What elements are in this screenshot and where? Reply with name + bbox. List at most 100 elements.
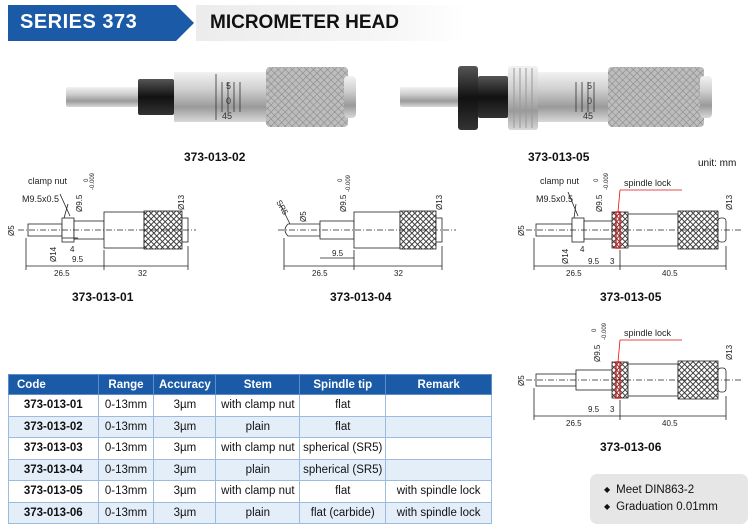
callout-dia5-01: Ø5 bbox=[7, 225, 16, 236]
drawing-label-373-013-06: 373-013-06 bbox=[600, 440, 662, 454]
callout-spindle-lock-05: spindle lock bbox=[624, 178, 672, 188]
callout-405-06: 40.5 bbox=[662, 419, 678, 428]
note-din: ◆Meet DIN863-2 bbox=[604, 484, 694, 496]
col-header-accuracy: Accuracy bbox=[153, 374, 217, 395]
callout-95-04: 9.5 bbox=[332, 249, 344, 258]
callout-tol-up-01: 0 bbox=[84, 178, 90, 182]
callout-dia14-01: Ø14 bbox=[49, 246, 58, 262]
thimble-mark-0: 0 bbox=[226, 96, 231, 106]
header: SERIES 373 MICROMETER HEAD bbox=[0, 0, 756, 46]
cell-range: 0-13mm bbox=[97, 415, 155, 438]
thimble-mark-0-b: 0 bbox=[587, 96, 592, 106]
thimble-mark-45-b: 45 bbox=[583, 111, 593, 121]
callout-95-05: 9.5 bbox=[588, 257, 600, 266]
callout-405-05: 40.5 bbox=[662, 269, 678, 278]
callout-3-06: 3 bbox=[610, 405, 615, 414]
callout-dia95-05: Ø9.5 bbox=[595, 194, 604, 212]
col-header-range: Range bbox=[97, 374, 155, 395]
col-header-stem: Stem bbox=[215, 374, 301, 395]
callout-dia95-01: Ø9.5 bbox=[75, 194, 84, 212]
callout-dia13-01: Ø13 bbox=[177, 194, 186, 210]
thimble-mark-45: 45 bbox=[222, 111, 232, 121]
thimble-mark-5: 5 bbox=[226, 81, 231, 91]
callout-3-05: 3 bbox=[610, 257, 615, 266]
unit-note: unit: mm bbox=[698, 158, 737, 169]
cell-range: 0-13mm bbox=[97, 458, 155, 481]
note-graduation: ◆ Graduation 0.01mm bbox=[604, 501, 718, 513]
cell-stem: with clamp nut bbox=[215, 394, 301, 417]
table-row: 373-013-03 0-13mm 3µm with clamp nut sph… bbox=[8, 437, 492, 460]
title-bar bbox=[196, 5, 466, 41]
cell-accuracy: 3µm bbox=[153, 458, 217, 481]
cell-code: 373-013-03 bbox=[8, 437, 99, 460]
callout-265-01: 26.5 bbox=[54, 269, 70, 278]
callout-dia13-04: Ø13 bbox=[435, 194, 444, 210]
note-graduation-text: Graduation 0.01mm bbox=[616, 501, 718, 513]
callout-4-01: 4 bbox=[70, 245, 75, 254]
spec-table: Code Range Accuracy Stem Spindle tip Rem… bbox=[8, 374, 492, 524]
cell-spindle-tip: flat bbox=[299, 394, 387, 417]
callout-dia5-04: Ø5 bbox=[299, 211, 308, 222]
cell-code: 373-013-05 bbox=[8, 480, 99, 503]
drawing-373-013-04: SR5 Ø5 Ø9.5 0 -0.009 Ø13 9.5 26.5 32 bbox=[274, 174, 456, 278]
cell-spindle-tip: spherical (SR5) bbox=[299, 437, 387, 460]
notes-box: ◆Meet DIN863-2 ◆ Graduation 0.01mm bbox=[590, 474, 748, 524]
callout-dia5-06: Ø5 bbox=[517, 375, 526, 386]
cell-code: 373-013-04 bbox=[8, 458, 99, 481]
callout-dia5-05: Ø5 bbox=[517, 225, 526, 236]
cell-stem: with clamp nut bbox=[215, 437, 301, 460]
table-row: 373-013-02 0-13mm 3µm plain flat bbox=[8, 415, 492, 438]
table-row: 373-013-04 0-13mm 3µm plain spherical (S… bbox=[8, 458, 492, 481]
cell-range: 0-13mm bbox=[97, 394, 155, 417]
cell-remark bbox=[385, 437, 492, 460]
cell-accuracy: 3µm bbox=[153, 415, 217, 438]
callout-32-04: 32 bbox=[394, 269, 403, 278]
table-row: 373-013-01 0-13mm 3µm with clamp nut fla… bbox=[8, 394, 492, 417]
callout-265-06: 26.5 bbox=[566, 419, 582, 428]
callout-dia13-05: Ø13 bbox=[725, 194, 734, 210]
product-photo-373-013-05: 5 0 45 bbox=[400, 66, 712, 130]
cell-code: 373-013-01 bbox=[8, 394, 99, 417]
cell-range: 0-13mm bbox=[97, 437, 155, 460]
table-row: 373-013-06 0-13mm 3µm plain flat (carbid… bbox=[8, 501, 492, 524]
drawing-label-373-013-01: 373-013-01 bbox=[72, 290, 134, 304]
callout-tol-lo-05: -0.009 bbox=[604, 172, 610, 190]
drawing-label-373-013-04: 373-013-04 bbox=[330, 290, 392, 304]
cell-remark bbox=[385, 458, 492, 481]
series-label: SERIES 373 bbox=[20, 11, 138, 33]
cell-remark: with spindle lock bbox=[385, 480, 492, 503]
callout-4-05: 4 bbox=[580, 245, 585, 254]
callout-thread-01: M9.5x0.5 bbox=[22, 194, 59, 204]
series-tab bbox=[8, 5, 194, 41]
cell-stem: with clamp nut bbox=[215, 480, 301, 503]
callout-95-06: 9.5 bbox=[588, 405, 600, 414]
callout-dia95-04: Ø9.5 bbox=[339, 194, 348, 212]
callout-265-04: 26.5 bbox=[312, 269, 328, 278]
drawing-373-013-01: clamp nut M9.5x0.5 Ø9.5 0 -0.009 Ø13 Ø5 … bbox=[7, 172, 196, 278]
cell-remark bbox=[385, 415, 492, 438]
cell-accuracy: 3µm bbox=[153, 480, 217, 503]
callout-tol-up-05: 0 bbox=[594, 178, 600, 182]
drawing-373-013-06: Ø9.5 0 -0.009 spindle lock Ø13 Ø5 9.5 3 … bbox=[517, 322, 742, 428]
cell-range: 0-13mm bbox=[97, 480, 155, 503]
cell-remark: with spindle lock bbox=[385, 501, 492, 524]
cell-spindle-tip: flat bbox=[299, 480, 387, 503]
callout-clamp-nut-05: clamp nut bbox=[540, 176, 580, 186]
callout-thread-05: M9.5x0.5 bbox=[536, 194, 573, 204]
cell-accuracy: 3µm bbox=[153, 437, 217, 460]
callout-dia13-06: Ø13 bbox=[725, 344, 734, 360]
cell-accuracy: 3µm bbox=[153, 394, 217, 417]
cell-accuracy: 3µm bbox=[153, 501, 217, 524]
photo-label-373-013-02: 373-013-02 bbox=[184, 150, 246, 164]
table-row: 373-013-05 0-13mm 3µm with clamp nut fla… bbox=[8, 480, 492, 503]
callout-tol-lo-04: -0.009 bbox=[346, 174, 352, 192]
cell-code: 373-013-06 bbox=[8, 501, 99, 524]
callout-tol-up-04: 0 bbox=[338, 178, 344, 182]
callout-spindle-lock-06: spindle lock bbox=[624, 328, 672, 338]
callout-95-01: 9.5 bbox=[72, 255, 84, 264]
cell-spindle-tip: flat bbox=[299, 415, 387, 438]
callout-dia14-05: Ø14 bbox=[561, 248, 570, 264]
cell-spindle-tip: spherical (SR5) bbox=[299, 458, 387, 481]
note-din-text: Meet DIN863-2 bbox=[616, 484, 695, 496]
bullet-icon: ◆ bbox=[604, 502, 611, 511]
